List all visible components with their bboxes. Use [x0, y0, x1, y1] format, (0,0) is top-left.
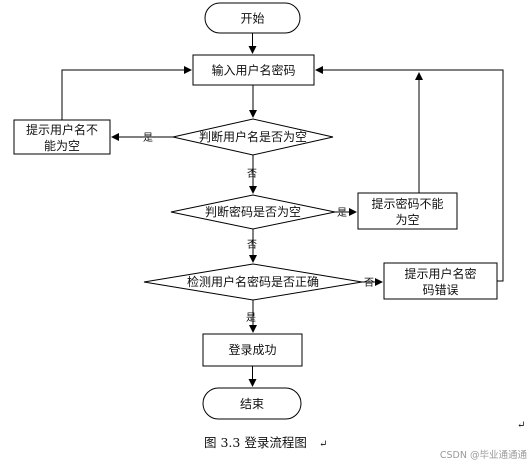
- no-label-2: 否: [247, 239, 257, 251]
- yes-label-2: 是: [337, 207, 347, 219]
- input-credentials-node: 输入用户名密码: [192, 54, 315, 86]
- paragraph-mark-2: ↵: [319, 439, 327, 450]
- check-username-empty-node: 判断用户名是否为空: [172, 118, 334, 156]
- prompt-username-empty-node: 提示用户名不 能为空: [13, 119, 111, 155]
- no-label-1: 否: [247, 168, 257, 180]
- csdn-watermark: CSDN @毕业通通通: [440, 449, 528, 461]
- check-credentials-correct-node: 检测用户名密码是否正确: [143, 263, 363, 301]
- check-credentials-correct-label: 检测用户名密码是否正确: [187, 274, 319, 289]
- end-label: 结束: [240, 397, 264, 411]
- input-credentials-label: 输入用户名密码: [211, 63, 295, 78]
- prompt-password-empty-line2: 为空: [395, 213, 419, 227]
- check-password-empty-node: 判断密码是否为空: [170, 194, 336, 230]
- login-success-label: 登录成功: [228, 342, 276, 357]
- prompt-credentials-error-line1: 提示用户名密: [404, 266, 476, 281]
- login-success-node: 登录成功: [202, 333, 303, 367]
- check-password-empty-label: 判断密码是否为空: [205, 204, 301, 219]
- prompt-password-empty-node: 提示密码不能 为空: [357, 192, 458, 230]
- prompt-credentials-error-line2: 码错误: [422, 283, 458, 297]
- yes-label-1: 是: [143, 132, 153, 144]
- paragraph-mark-1: ↵: [517, 420, 525, 431]
- start-node: 开始: [204, 2, 301, 34]
- yes-label-3: 是: [246, 312, 256, 324]
- prompt-password-empty-line1: 提示密码不能: [371, 196, 443, 211]
- loop-left-to-input: [61, 66, 192, 120]
- prompt-username-empty-line2: 能为空: [44, 139, 80, 153]
- prompt-credentials-error-node: 提示用户名密 码错误: [383, 262, 498, 300]
- loop-error-to-input: [315, 66, 504, 282]
- check-username-empty-label: 判断用户名是否为空: [199, 129, 307, 144]
- end-node: 结束: [202, 387, 302, 420]
- arrowhead-loop-pwd-empty: [415, 72, 423, 80]
- prompt-username-empty-line1: 提示用户名不: [26, 122, 98, 137]
- start-label: 开始: [240, 12, 264, 26]
- no-label-3: 否: [364, 277, 374, 289]
- figure-caption: 图 3.3 登录流程图: [204, 435, 307, 450]
